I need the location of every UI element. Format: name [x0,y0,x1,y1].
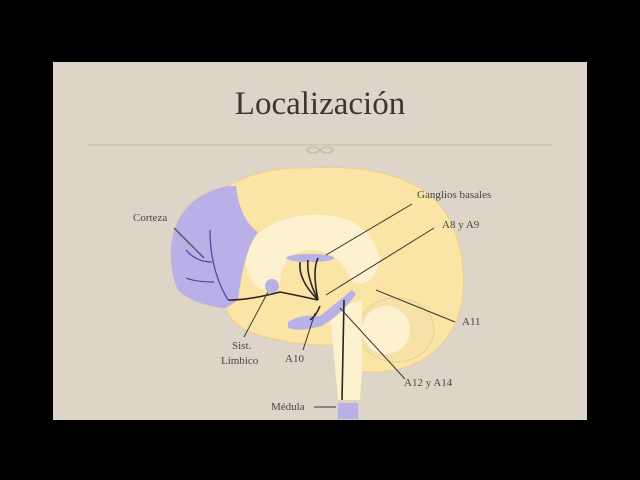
label-corteza: Corteza [133,212,168,224]
label-ganglios-basales: Ganglios basales [417,189,492,201]
label-sist: Sist. [232,340,252,352]
cortex-region [170,186,258,308]
label-medula: Médula [271,401,305,413]
divider-ornament [305,146,335,154]
label-a10: A10 [285,353,304,365]
label-a11: A11 [462,316,481,328]
corpus-callosum [246,214,380,290]
label-a8-a9: A8 y A9 [442,219,480,231]
slide-title: Localización [234,86,406,122]
brainstem [330,300,362,400]
label-a12-a14: A12 y A14 [404,377,453,389]
label-limbico: Límbico [221,355,259,367]
medula-region [338,403,358,419]
